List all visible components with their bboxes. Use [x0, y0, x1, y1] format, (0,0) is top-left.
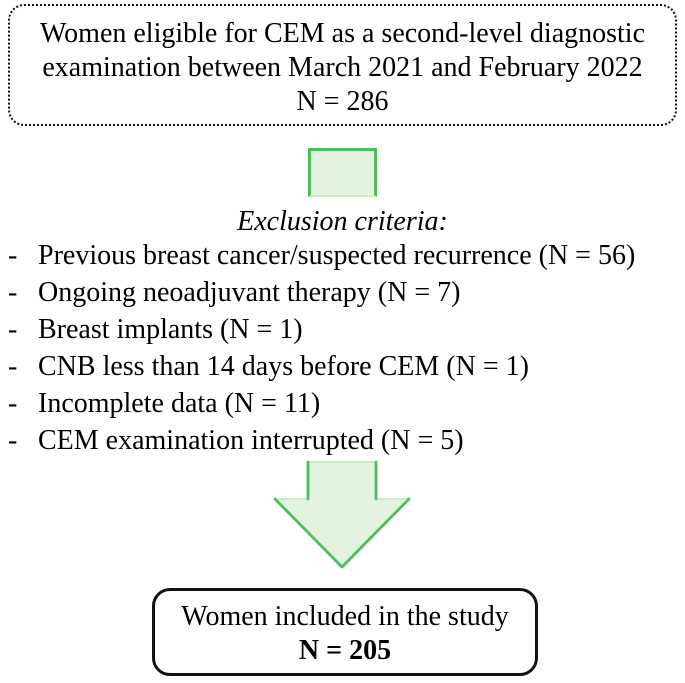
included-count: N = 205 [298, 635, 392, 666]
exclusion-item: - Incomplete data (N = 11) [8, 385, 680, 422]
exclusion-item: - Previous breast cancer/suspected recur… [8, 237, 680, 274]
list-dash: - [8, 314, 18, 345]
exclusion-item: - CNB less than 14 days before CEM (N = … [8, 348, 680, 385]
exclusion-item-text: CEM examination interrupted (N = 5) [38, 425, 464, 456]
eligible-count: N = 286 [296, 86, 389, 117]
exclusion-item-text: Incomplete data (N = 11) [38, 388, 321, 419]
eligible-line-2: examination between March 2021 and Febru… [42, 52, 643, 83]
exclusion-criteria-list: - Previous breast cancer/suspected recur… [8, 237, 680, 459]
eligible-line-1: Women eligible for CEM as a second-level… [39, 18, 646, 49]
flow-arrow-stem [308, 148, 377, 197]
exclusion-item-text: Breast implants (N = 1) [38, 314, 303, 345]
down-arrow-outline [273, 460, 411, 569]
exclusion-criteria-heading: Exclusion criteria: [237, 206, 448, 237]
exclusion-item-text: Ongoing neoadjuvant therapy (N = 7) [38, 277, 461, 308]
down-arrow-faint-edges [275, 461, 409, 500]
included-women-box: Women included in the study N = 205 [152, 588, 538, 676]
list-dash: - [8, 277, 18, 308]
list-dash: - [8, 351, 18, 382]
exclusion-item: - Ongoing neoadjuvant therapy (N = 7) [8, 274, 680, 311]
down-arrow-fill [275, 462, 409, 567]
list-dash: - [8, 240, 18, 271]
included-line: Women included in the study [181, 601, 509, 632]
list-dash: - [8, 388, 18, 419]
down-arrow-icon [273, 460, 411, 569]
exclusion-item: - Breast implants (N = 1) [8, 311, 680, 348]
exclusion-item: - CEM examination interrupted (N = 5) [8, 422, 680, 459]
exclusion-item-text: Previous breast cancer/suspected recurre… [38, 240, 636, 271]
list-dash: - [8, 425, 18, 456]
eligible-women-box: Women eligible for CEM as a second-level… [8, 4, 677, 126]
exclusion-item-text: CNB less than 14 days before CEM (N = 1) [38, 351, 529, 382]
